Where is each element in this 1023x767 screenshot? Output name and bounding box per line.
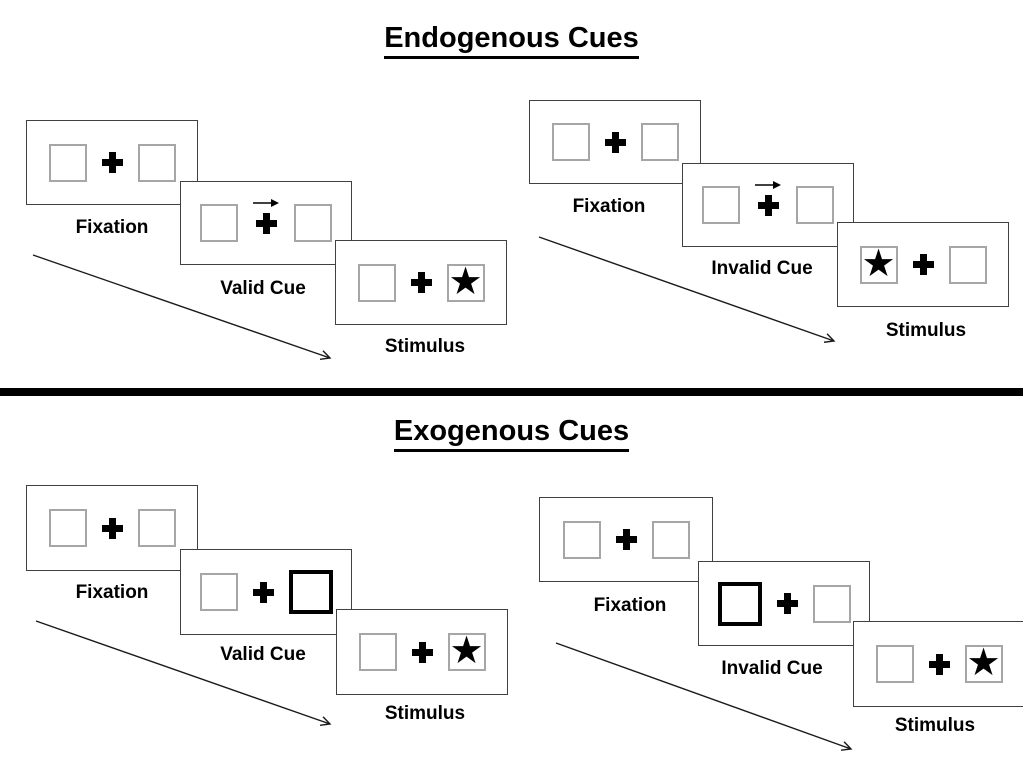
fixation-cross-icon	[912, 254, 934, 275]
timeline-arrow-endogenous-invalid	[538, 236, 834, 341]
fixation-cross-icon	[757, 194, 779, 216]
fixation-cross-icon	[776, 593, 798, 614]
fixation-cross-icon	[252, 581, 274, 603]
panel-exogenous-invalid-stimulus: ★	[853, 621, 1023, 707]
panel-endogenous-valid-cue	[180, 181, 352, 265]
fixation-cross-icon	[411, 641, 433, 663]
endogenous-section-title: Endogenous Cues	[0, 22, 1023, 59]
star-icon: ★	[449, 630, 484, 672]
fixation-cross-icon	[255, 212, 277, 234]
star-icon: ★	[448, 260, 483, 303]
right-placeholder-box	[948, 245, 987, 284]
star-icon: ★	[861, 242, 896, 285]
fixation-cross-icon	[604, 131, 626, 153]
left-cue-box	[717, 581, 762, 626]
left-placeholder-box	[551, 123, 590, 161]
panel-exogenous-valid-fixation	[26, 485, 198, 571]
left-placeholder-box	[199, 573, 238, 611]
left-placeholder-box	[357, 263, 396, 302]
fixation-cross-icon	[928, 653, 950, 675]
panel-endogenous-invalid-cue	[682, 163, 854, 247]
label-exogenous-valid-fixation: Fixation	[75, 582, 149, 603]
right-target-box: ★	[447, 630, 486, 672]
right-placeholder-box	[137, 509, 176, 547]
panel-endogenous-valid-fixation	[26, 120, 198, 205]
fixation-cross-icon	[101, 152, 123, 173]
right-placeholder-box	[137, 143, 176, 182]
fixation-cross-icon	[615, 529, 637, 550]
timeline-arrow-exogenous-valid	[35, 620, 330, 724]
label-exogenous-valid-cue: Valid Cue	[220, 644, 306, 665]
fixation-cross-icon	[410, 272, 432, 293]
label-exogenous-invalid-fixation: Fixation	[593, 595, 667, 616]
right-target-box: ★	[446, 260, 485, 303]
right-target-box: ★	[964, 642, 1003, 684]
label-endogenous-invalid-stimulus: Stimulus	[885, 320, 967, 341]
section-divider	[0, 388, 1023, 396]
left-placeholder-box	[48, 509, 87, 547]
star-icon: ★	[966, 642, 1001, 684]
left-placeholder-box	[200, 204, 238, 242]
label-endogenous-valid-fixation: Fixation	[75, 217, 149, 238]
left-placeholder-box	[562, 520, 601, 559]
right-placeholder-box	[796, 186, 834, 224]
label-endogenous-valid-stimulus: Stimulus	[384, 336, 466, 357]
label-exogenous-invalid-cue: Invalid Cue	[721, 658, 823, 679]
right-placeholder-box	[640, 123, 679, 161]
label-endogenous-invalid-fixation: Fixation	[572, 196, 646, 217]
left-placeholder-box	[875, 645, 914, 683]
left-target-box: ★	[859, 242, 898, 285]
panel-exogenous-invalid-fixation	[539, 497, 713, 582]
timeline-arrow-endogenous-valid	[32, 254, 330, 358]
right-placeholder-box	[294, 204, 332, 242]
left-placeholder-box	[48, 143, 87, 182]
label-exogenous-invalid-stimulus: Stimulus	[894, 715, 976, 736]
panel-exogenous-valid-cue	[180, 549, 352, 635]
fixation-cross-icon	[101, 517, 123, 539]
panel-exogenous-invalid-cue	[698, 561, 870, 646]
left-placeholder-box	[358, 633, 397, 671]
label-exogenous-valid-stimulus: Stimulus	[384, 703, 466, 724]
exogenous-section-title: Exogenous Cues	[0, 415, 1023, 452]
right-arrow-cue-icon	[755, 180, 781, 189]
right-arrow-cue-icon	[253, 198, 279, 207]
right-cue-box	[288, 570, 333, 614]
label-endogenous-valid-cue: Valid Cue	[220, 278, 306, 299]
right-placeholder-box	[651, 520, 690, 559]
panel-endogenous-invalid-stimulus: ★	[837, 222, 1009, 307]
label-endogenous-invalid-cue: Invalid Cue	[711, 258, 813, 279]
left-placeholder-box	[702, 186, 740, 224]
panel-endogenous-invalid-fixation	[529, 100, 701, 184]
panel-endogenous-valid-stimulus: ★	[335, 240, 507, 325]
right-placeholder-box	[812, 584, 851, 623]
panel-exogenous-valid-stimulus: ★	[336, 609, 508, 695]
